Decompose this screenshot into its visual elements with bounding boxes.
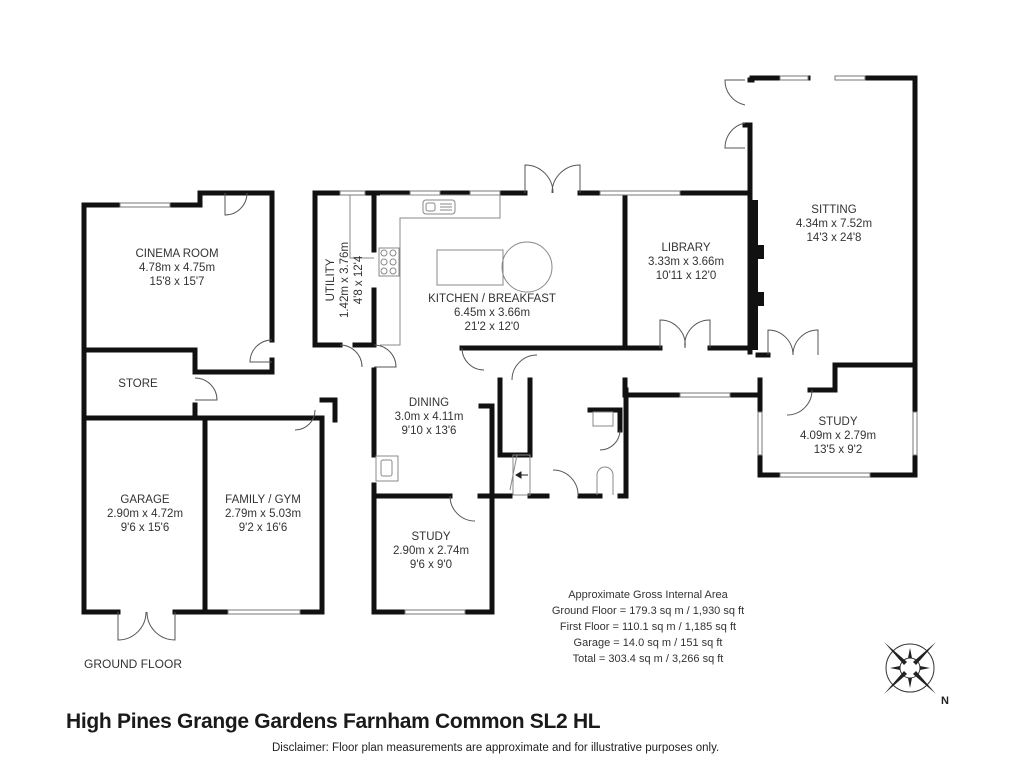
room-imperial: 14'3 x 24'8 — [806, 232, 862, 244]
room-imperial: 13'5 x 9'2 — [813, 444, 863, 456]
door-swings — [117, 79, 819, 641]
room-garage: GARAGE 2.90m x 4.72m 9'6 x 15'6 — [107, 493, 183, 535]
room-imperial: 9'2 x 16'6 — [238, 522, 288, 534]
room-metric: 2.90m x 2.74m — [392, 545, 470, 557]
room-library: LIBRARY 3.33m x 3.66m 10'11 x 12'0 — [648, 241, 724, 283]
room-name: GARAGE — [120, 494, 170, 506]
room-imperial: 9'6 x 15'6 — [120, 522, 170, 534]
fireplace-chimney — [750, 200, 764, 350]
room-metric: 6.45m x 3.66m — [453, 307, 531, 319]
room-metric: 4.34m x 7.52m — [795, 218, 873, 230]
room-store: STORE — [118, 377, 157, 391]
room-kitchen-breakfast: KITCHEN / BREAKFAST 6.45m x 3.66m 21'2 x… — [428, 292, 556, 334]
area-total: Total = 303.4 sq m / 3,266 sq ft — [572, 653, 724, 665]
room-name: KITCHEN / BREAKFAST — [428, 293, 556, 305]
room-metric: 3.33m x 3.66m — [647, 256, 725, 268]
room-name: STUDY — [411, 531, 451, 543]
room-name: UTILITY — [325, 258, 337, 302]
room-metric: 4.78m x 4.75m — [138, 262, 216, 274]
area-heading: Approximate Gross Internal Area — [568, 589, 728, 601]
room-imperial: 9'6 x 9'0 — [409, 559, 453, 571]
room-imperial: 9'10 x 13'6 — [401, 425, 457, 437]
room-name: STUDY — [818, 416, 858, 428]
room-imperial: 21'2 x 12'0 — [464, 321, 520, 333]
room-imperial: 10'11 x 12'0 — [655, 270, 717, 282]
room-family-gym: FAMILY / GYM 2.79m x 5.03m 9'2 x 16'6 — [225, 493, 301, 535]
room-imperial: 15'8 x 15'7 — [149, 276, 205, 288]
room-study-east: STUDY 4.09m x 2.79m 13'5 x 9'2 — [800, 415, 876, 457]
walls — [81, 75, 918, 615]
area-summary: Approximate Gross Internal Area Ground F… — [548, 587, 748, 667]
room-dining: DINING 3.0m x 4.11m 9'10 x 13'6 — [395, 396, 464, 438]
room-utility: UTILITY 1.42m x 3.76m 4'8 x 12'4 — [324, 242, 366, 318]
area-first-floor: First Floor = 110.1 sq m / 1,185 sq ft — [559, 621, 737, 633]
area-garage: Garage = 14.0 sq m / 151 sq ft — [573, 637, 723, 649]
room-cinema: CINEMA ROOM 4.78m x 4.75m 15'8 x 15'7 — [135, 247, 218, 289]
floor-label: GROUND FLOOR — [84, 657, 183, 671]
room-metric: 4.09m x 2.79m — [799, 430, 877, 442]
stair-arrow-icon — [515, 471, 528, 479]
room-study-south: STUDY 2.90m x 2.74m 9'6 x 9'0 — [393, 530, 469, 572]
room-metric: 1.42m x 3.76m — [339, 241, 351, 319]
kitchen-fixtures — [349, 194, 614, 496]
compass-north-label: N — [941, 695, 949, 707]
room-name: SITTING — [811, 204, 857, 216]
room-metric: 2.79m x 5.03m — [224, 508, 302, 520]
disclaimer-text: Disclaimer: Floor plan measurements are … — [272, 742, 720, 754]
room-name: FAMILY / GYM — [225, 494, 301, 506]
room-name: CINEMA ROOM — [135, 248, 219, 260]
room-name: LIBRARY — [661, 242, 711, 254]
room-name: STORE — [118, 378, 158, 390]
room-metric: 2.90m x 4.72m — [106, 508, 184, 520]
room-imperial: 4'8 x 12'4 — [353, 255, 365, 305]
room-metric: 3.0m x 4.11m — [394, 411, 464, 423]
compass-rose-icon — [884, 642, 936, 694]
area-ground-floor: Ground Floor = 179.3 sq m / 1,930 sq ft — [551, 605, 745, 617]
property-title: High Pines Grange Gardens Farnham Common… — [66, 710, 601, 733]
room-name: DINING — [408, 397, 450, 409]
room-sitting: SITTING 4.34m x 7.52m 14'3 x 24'8 — [796, 203, 872, 245]
